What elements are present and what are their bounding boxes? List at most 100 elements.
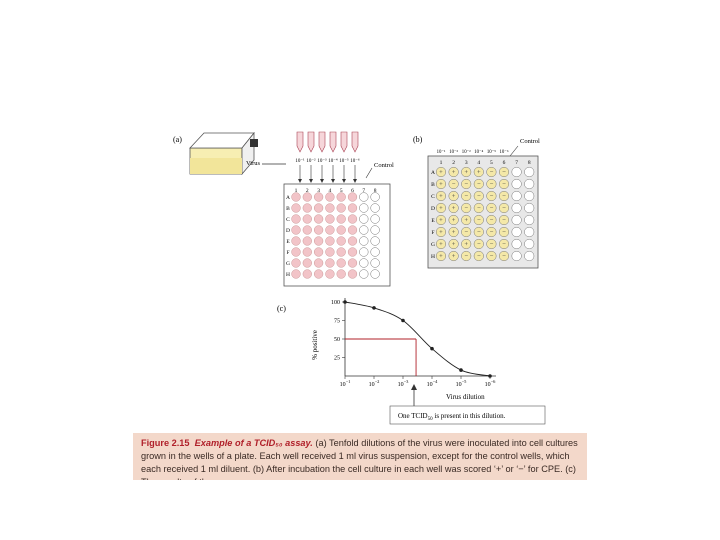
well — [359, 192, 369, 202]
well — [498, 250, 510, 262]
well — [325, 247, 335, 257]
well — [325, 258, 335, 268]
well — [313, 236, 324, 246]
well — [435, 166, 447, 178]
well — [291, 247, 301, 257]
dilution-label: 10⁻³ — [317, 158, 327, 164]
well — [359, 258, 369, 268]
column-label: 1 — [440, 160, 443, 166]
row-label: A — [286, 195, 290, 201]
well — [486, 190, 497, 202]
well — [313, 192, 324, 202]
column-label: 3 — [317, 188, 320, 194]
well-score: + — [439, 169, 443, 176]
well — [473, 178, 484, 190]
well — [498, 226, 510, 238]
well — [486, 214, 497, 226]
well — [524, 178, 535, 190]
well — [325, 225, 335, 235]
well-score: − — [464, 253, 468, 260]
x-tick-label: 10−4 — [427, 379, 439, 388]
plate-a-wells — [291, 192, 380, 279]
dilution-label: 10⁻⁴ — [328, 158, 338, 164]
row-label: B — [431, 182, 435, 188]
well — [435, 202, 447, 214]
caption-title: Example of a TCID₅₀ assay. — [194, 438, 313, 448]
well-score: − — [477, 193, 481, 200]
well — [461, 250, 472, 262]
y-tick-label: 25 — [334, 356, 340, 362]
well — [524, 202, 535, 214]
well — [325, 192, 335, 202]
panel-c-label: (c) — [277, 304, 286, 313]
pipette-icon — [307, 131, 315, 153]
well — [461, 238, 472, 250]
well — [461, 226, 472, 238]
panel-a-label: (a) — [173, 135, 182, 144]
well — [473, 190, 484, 202]
well-score: − — [502, 193, 506, 200]
well — [435, 250, 447, 262]
column-label: 7 — [362, 188, 365, 194]
well-score: − — [502, 253, 506, 260]
well — [291, 236, 301, 246]
row-label: A — [431, 170, 435, 176]
well — [461, 190, 472, 202]
x-axis-label: Virus dilution — [446, 393, 485, 401]
well — [302, 269, 312, 279]
well — [370, 258, 380, 268]
well — [359, 203, 369, 213]
well-score: − — [477, 217, 481, 224]
well — [370, 225, 380, 235]
data-point — [401, 318, 405, 323]
well — [511, 202, 522, 214]
well — [486, 202, 497, 214]
well-score: − — [502, 181, 506, 188]
well — [486, 226, 497, 238]
well — [291, 269, 301, 279]
column-label: 4 — [477, 160, 480, 166]
well-score: − — [477, 229, 481, 236]
well-score: + — [464, 241, 468, 248]
well — [370, 236, 380, 246]
well — [347, 247, 358, 257]
column-label: 2 — [452, 160, 455, 166]
well — [370, 192, 380, 202]
well — [313, 269, 324, 279]
well — [511, 214, 522, 226]
well-score: + — [464, 217, 468, 224]
y-axis-label: % positive — [311, 330, 319, 360]
column-label: 7 — [515, 160, 518, 166]
well-score: − — [502, 217, 506, 224]
well-score: − — [477, 241, 481, 248]
column-label: 3 — [465, 160, 468, 166]
dilution-label: 10⁻⁴ — [474, 149, 483, 155]
well — [498, 178, 510, 190]
virus-label: Virus — [246, 160, 261, 167]
column-label: 2 — [306, 188, 309, 194]
y-tick-label: 75 — [334, 319, 340, 325]
well-score: + — [439, 241, 443, 248]
well-score: + — [452, 241, 456, 248]
well — [359, 236, 369, 246]
well-score: + — [477, 169, 481, 176]
well-score: − — [490, 253, 494, 260]
well — [347, 192, 358, 202]
well — [336, 269, 346, 279]
well — [435, 214, 447, 226]
y-tick-label: 100 — [331, 300, 340, 306]
well — [359, 247, 369, 257]
data-point — [459, 368, 463, 372]
well-score: − — [477, 253, 481, 260]
arrow-head — [331, 179, 335, 183]
well-score: − — [490, 169, 494, 176]
well — [359, 214, 369, 224]
well — [473, 214, 484, 226]
row-label: D — [431, 206, 435, 212]
well — [448, 226, 459, 238]
